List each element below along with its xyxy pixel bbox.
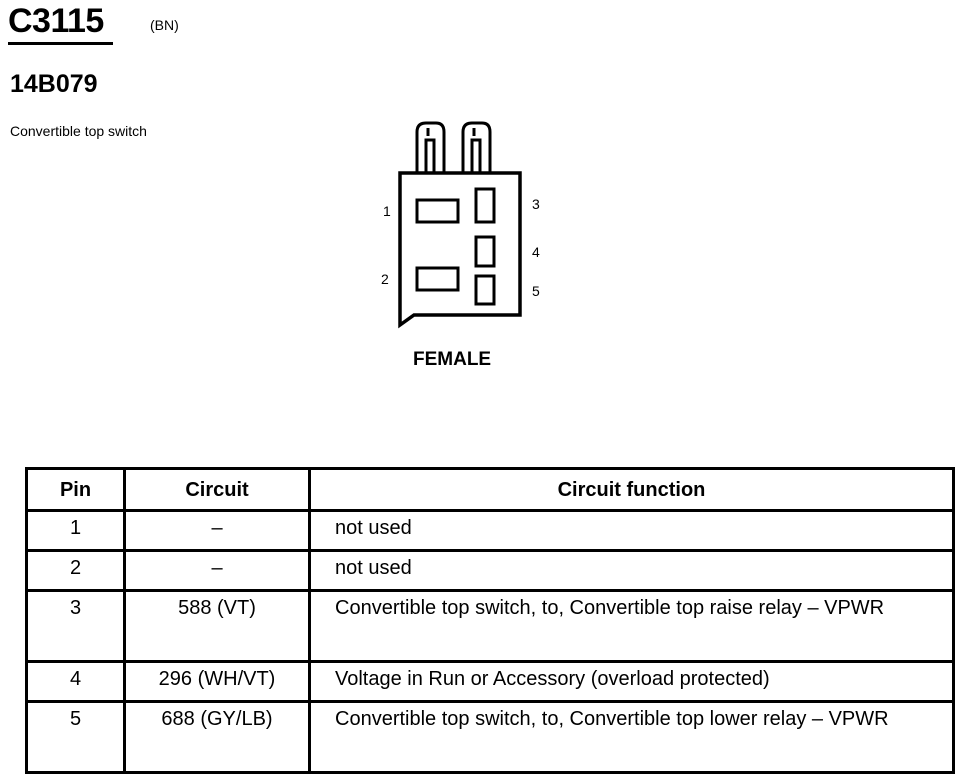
- circuit-column-header: Circuit: [123, 467, 311, 512]
- pin-label-3: 3: [532, 196, 540, 212]
- connector-housing: [398, 171, 522, 329]
- function-cell: Voltage in Run or Accessory (overload pr…: [308, 660, 955, 703]
- circuit-cell: –: [123, 549, 311, 592]
- pin-column-header: Pin: [25, 467, 126, 512]
- pin-label-4: 4: [532, 244, 540, 260]
- pin-label-5: 5: [532, 283, 540, 299]
- circuit-cell: –: [123, 509, 311, 552]
- circuit-cell: 296 (WH/VT): [123, 660, 311, 703]
- connector-face-diagram: 1 2 3 4 5: [381, 121, 540, 329]
- table-row: 2 – not used: [25, 549, 955, 592]
- function-cell: Convertible top switch, to, Convertible …: [308, 700, 955, 774]
- pin-cell: 4: [25, 660, 126, 703]
- pin-cell: 5: [25, 700, 126, 774]
- table-row: 5 688 (GY/LB) Convertible top switch, to…: [25, 700, 955, 774]
- connector-id: C3115: [8, 2, 104, 40]
- circuit-cell: 688 (GY/LB): [123, 700, 311, 774]
- table-row: 1 – not used: [25, 509, 955, 552]
- function-cell: Convertible top switch, to, Convertible …: [308, 589, 955, 663]
- pin-cell: 1: [25, 509, 126, 552]
- table-row: 4 296 (WH/VT) Voltage in Run or Accessor…: [25, 660, 955, 703]
- pin-cavity-5: [474, 274, 496, 306]
- pin-cavities: [415, 187, 496, 306]
- table-row: 3 588 (VT) Convertible top switch, to, C…: [25, 589, 955, 663]
- pin-cell: 3: [25, 589, 126, 663]
- connector-gender-label: FEMALE: [413, 349, 492, 370]
- color-code: (BN): [150, 17, 179, 33]
- part-number: 14B079: [10, 70, 98, 98]
- pin-cavity-3: [474, 187, 496, 224]
- locking-tabs: [415, 121, 492, 172]
- pin-cavity-2: [415, 266, 460, 292]
- pin-label-1: 1: [383, 203, 391, 219]
- function-column-header: Circuit function: [308, 467, 955, 512]
- function-cell: not used: [308, 549, 955, 592]
- pin-label-2: 2: [381, 271, 389, 287]
- table-header-row: Pin Circuit Circuit function: [25, 467, 955, 512]
- pin-cell: 2: [25, 549, 126, 592]
- function-cell: not used: [308, 509, 955, 552]
- component-description: Convertible top switch: [10, 123, 147, 139]
- circuit-cell: 588 (VT): [123, 589, 311, 663]
- pin-cavity-1: [415, 198, 460, 224]
- pin-cavity-4: [474, 235, 496, 268]
- pinout-table: Pin Circuit Circuit function 1 – not use…: [25, 467, 955, 774]
- connector-id-underline: [8, 42, 113, 45]
